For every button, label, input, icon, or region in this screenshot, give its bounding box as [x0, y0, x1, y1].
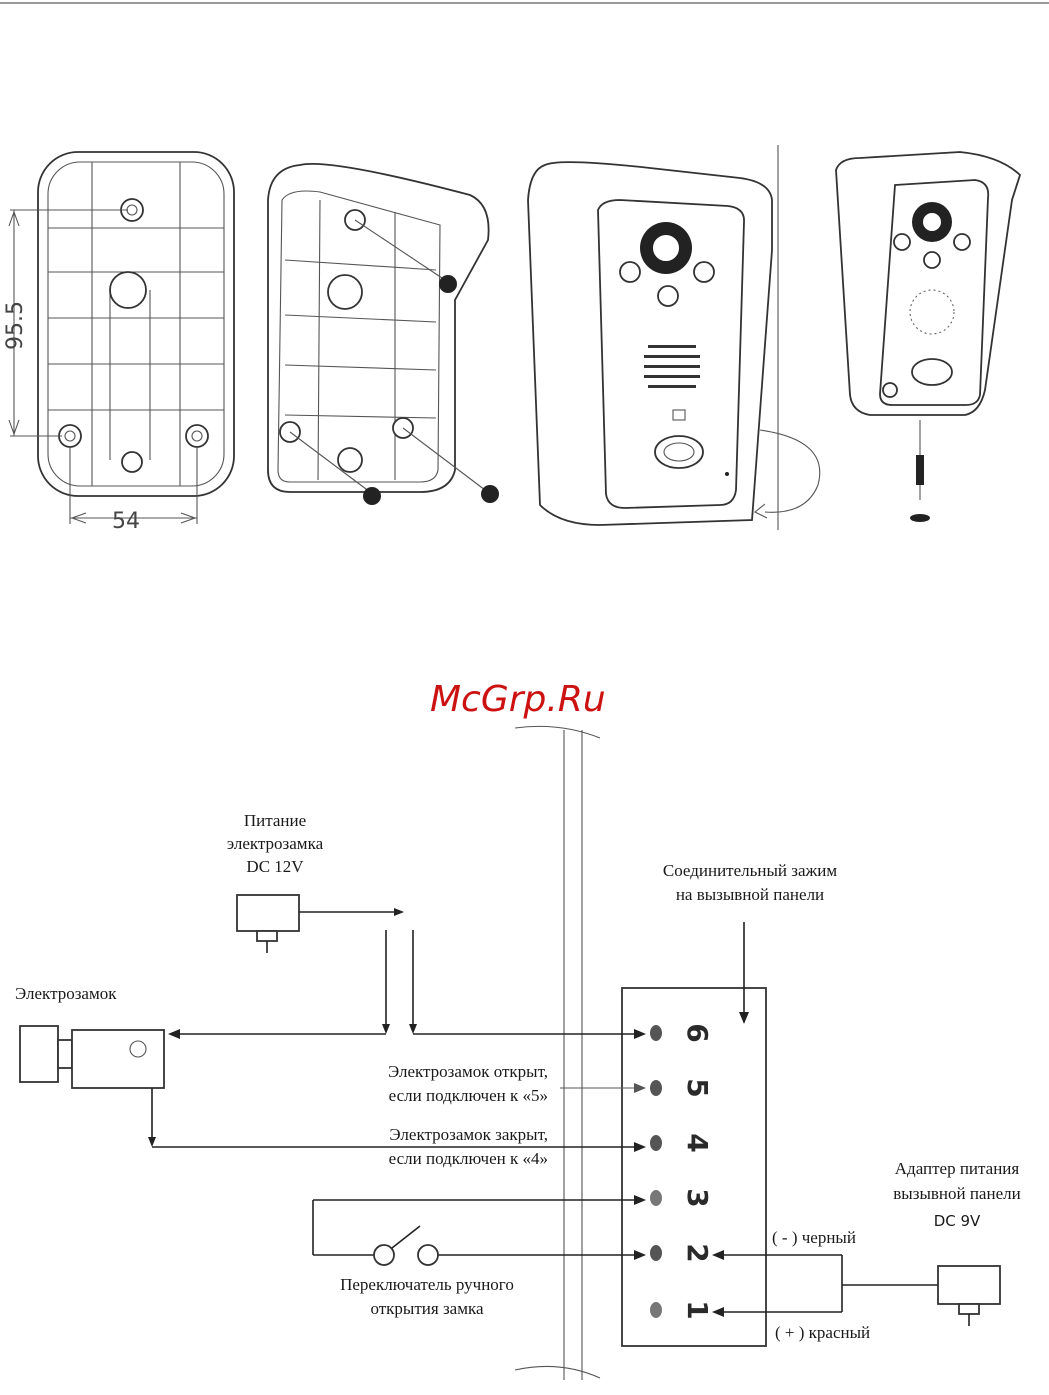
lock-power-label-1: Питание [244, 811, 306, 830]
manual-switch [374, 1226, 438, 1265]
lock-open-label-1: Электрозамок открыт, [388, 1062, 548, 1081]
lock-power-label-3: DC 12V [246, 857, 304, 876]
terminal-label-1: Соединительный зажим [663, 861, 837, 880]
terminal-2: 2 [681, 1243, 714, 1262]
adapter-label-3: DC 9V [934, 1212, 981, 1230]
black-wire-label: ( - ) черный [772, 1228, 856, 1247]
lock-closed-label-1: Электрозамок закрыт, [389, 1125, 548, 1144]
terminal-3: 3 [681, 1188, 714, 1207]
terminal-1: 1 [681, 1300, 714, 1319]
adapter-label-2: вызывной панели [893, 1184, 1020, 1203]
terminal-6: 6 [681, 1023, 714, 1042]
lock-power-supply [237, 895, 299, 953]
dimension-height: 95.5 [3, 301, 28, 350]
rain-cover-drawing [268, 164, 499, 505]
back-plate-drawing [9, 152, 234, 524]
lock-power-label-2: электрозамка [227, 834, 324, 853]
switch-label-1: Переключатель ручного [340, 1275, 514, 1294]
switch-label-2: открытия замка [370, 1299, 484, 1318]
terminal-5: 5 [681, 1078, 714, 1097]
wall [515, 726, 600, 1380]
adapter-label-1: Адаптер питания [895, 1159, 1020, 1178]
lock-open-label-2: если подключен к «5» [389, 1086, 548, 1105]
watermark: McGrp.Ru [430, 679, 606, 720]
red-wire-label: ( + ) красный [775, 1323, 870, 1342]
terminal-4: 4 [681, 1133, 714, 1152]
lock-closed-label-2: если подключен к «4» [389, 1149, 548, 1168]
terminal-label-2: на вызывной панели [676, 885, 824, 904]
door-station-side-drawing [836, 152, 1020, 522]
wiring [148, 908, 938, 1317]
panel-power-adapter [938, 1266, 1000, 1326]
door-station-drawing [528, 145, 820, 530]
electric-lock-label: Электрозамок [15, 984, 117, 1003]
electric-lock [20, 1026, 164, 1088]
dimension-width: 54 [112, 509, 140, 534]
